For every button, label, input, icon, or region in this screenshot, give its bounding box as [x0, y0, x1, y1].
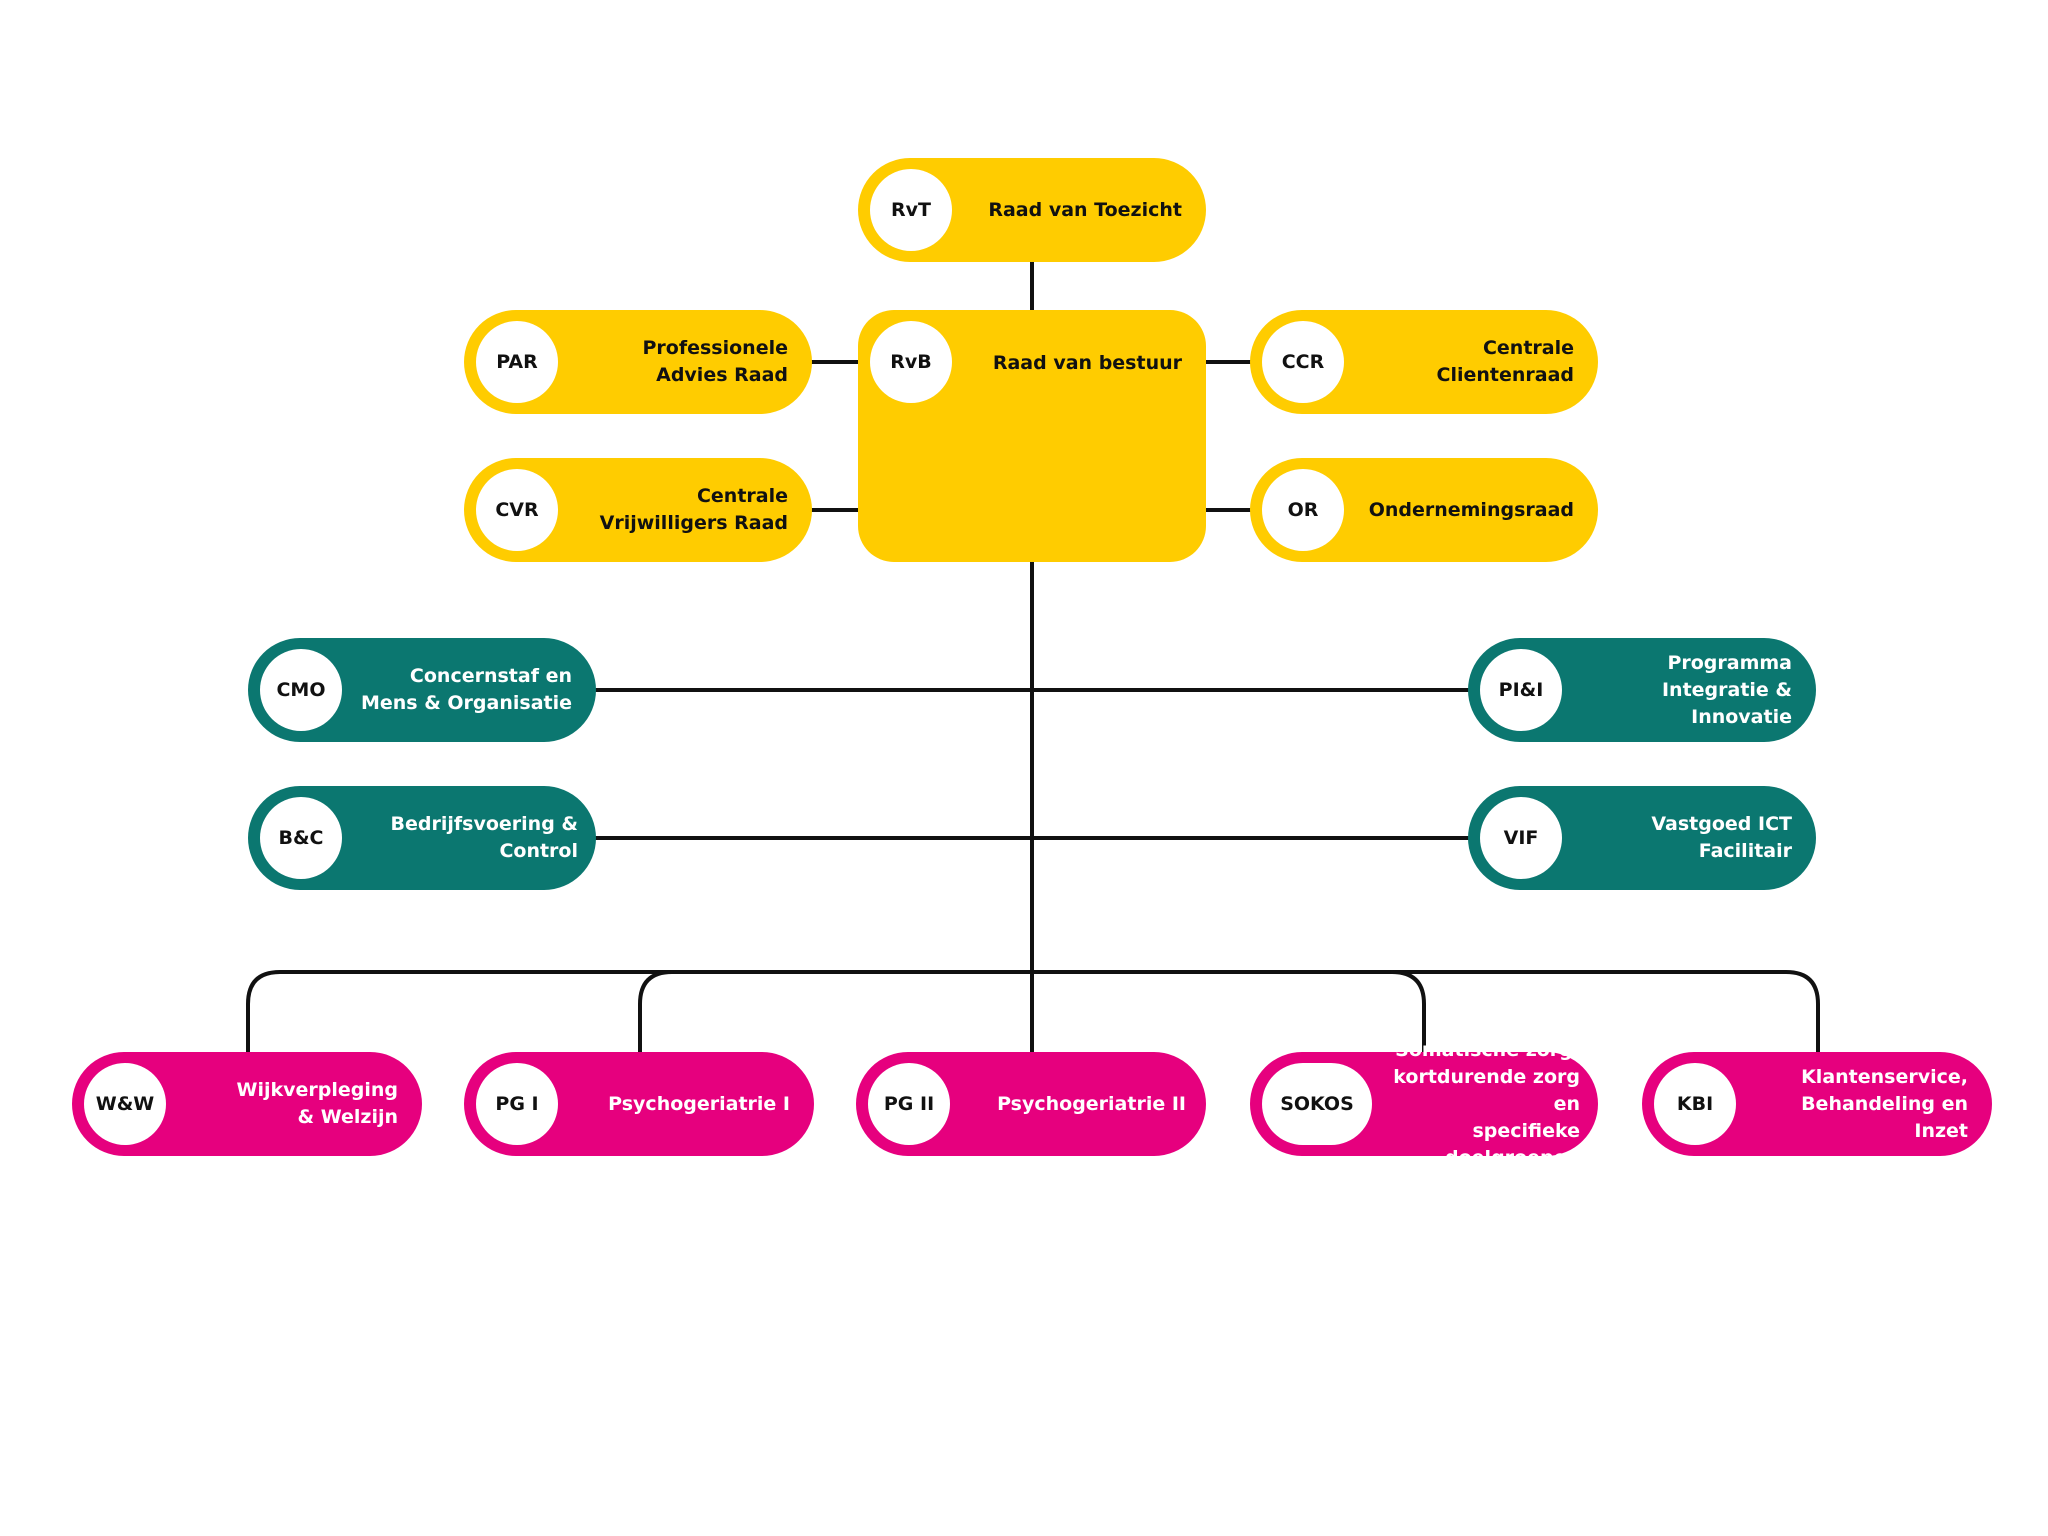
- line-drop-sokos: [1390, 970, 1426, 1054]
- node-rvt: RvT Raad van Toezicht: [858, 158, 1206, 262]
- node-abbr: CMO: [260, 649, 342, 731]
- node-abbr: SOKOS: [1262, 1063, 1372, 1145]
- node-label: Professionele Advies Raad: [642, 337, 789, 386]
- node-label: Bedrijfsvoering & Control: [390, 813, 578, 862]
- node-cmo: CMO Concernstaf en Mens & Organisatie: [248, 638, 596, 742]
- node-abbr: RvB: [870, 321, 952, 403]
- node-label: Centrale Clientenraad: [1436, 337, 1575, 386]
- node-ccr: CCR Centrale Clientenraad: [1250, 310, 1598, 414]
- node-abbr: PAR: [476, 321, 558, 403]
- node-abbr: B&C: [260, 797, 342, 879]
- node-abbr: OR: [1262, 469, 1344, 551]
- node-label: Vastgoed ICT Facilitair: [1651, 813, 1792, 862]
- node-or: OR Ondernemingsraad: [1250, 458, 1598, 562]
- node-pg2: PG II Psychogeriatrie II: [856, 1052, 1206, 1156]
- node-pii: PI&I Programma Integratie & Innovatie: [1468, 638, 1816, 742]
- node-sokos: SOKOS Somatische zorg, kortdurende zorg …: [1250, 1038, 1598, 1169]
- node-label: Somatische zorg, kortdurende zorg en spe…: [1393, 1038, 1580, 1169]
- line-bus: [246, 970, 1820, 1054]
- node-abbr: CVR: [476, 469, 558, 551]
- node-rvb: RvB Raad van bestuur: [858, 310, 1206, 562]
- node-abbr: W&W: [84, 1063, 166, 1145]
- node-kbi: KBI Klantenservice, Behandeling en Inzet: [1642, 1052, 1992, 1156]
- node-label: Psychogeriatrie II: [997, 1092, 1186, 1115]
- node-label: Psychogeriatrie I: [608, 1092, 790, 1115]
- node-label: Ondernemingsraad: [1368, 498, 1574, 521]
- node-label: Raad van bestuur: [992, 352, 1182, 374]
- node-abbr: VIF: [1480, 797, 1562, 879]
- node-label: Wijkverpleging & Welzijn: [236, 1079, 399, 1128]
- node-label: Klantenservice, Behandeling en Inzet: [1801, 1065, 1968, 1142]
- node-label: Concernstaf en Mens & Organisatie: [360, 665, 572, 714]
- node-label: Centrale Vrijwilligers Raad: [599, 485, 788, 534]
- node-bc: B&C Bedrijfsvoering & Control: [248, 786, 596, 890]
- node-label: Programma Integratie & Innovatie: [1661, 651, 1792, 728]
- node-vif: VIF Vastgoed ICT Facilitair: [1468, 786, 1816, 890]
- node-label: Raad van Toezicht: [988, 198, 1182, 221]
- node-cvr: CVR Centrale Vrijwilligers Raad: [464, 458, 812, 562]
- node-abbr: PI&I: [1480, 649, 1562, 731]
- node-abbr: KBI: [1654, 1063, 1736, 1145]
- node-abbr: RvT: [870, 169, 952, 251]
- node-par: PAR Professionele Advies Raad: [464, 310, 812, 414]
- node-abbr: CCR: [1262, 321, 1344, 403]
- line-drop-pg1: [638, 970, 674, 1054]
- node-abbr: PG II: [868, 1063, 950, 1145]
- node-abbr: PG I: [476, 1063, 558, 1145]
- node-ww: W&W Wijkverpleging & Welzijn: [72, 1052, 422, 1156]
- node-pg1: PG I Psychogeriatrie I: [464, 1052, 814, 1156]
